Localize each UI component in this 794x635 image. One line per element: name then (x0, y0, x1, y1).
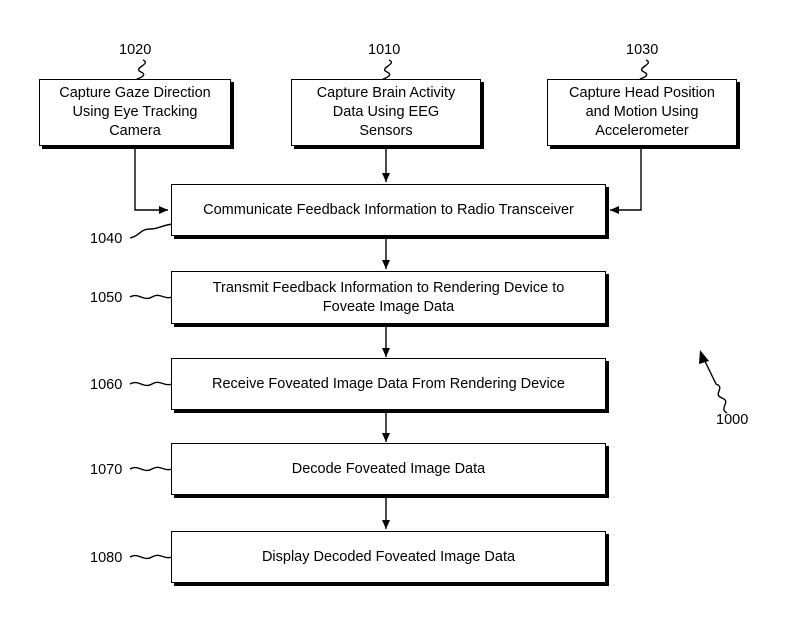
ref-1080: 1080 (90, 550, 123, 566)
step-transmit-feedback-box: Transmit Feedback Information to Renderi… (171, 271, 606, 324)
ref-1070: 1070 (90, 462, 123, 478)
ref-1020: 1020 (119, 42, 152, 58)
step-capture-brain-activity-box: Capture Brain Activity Data Using EEG Se… (291, 79, 481, 146)
step-communicate-feedback-box: Communicate Feedback Information to Radi… (171, 184, 606, 236)
step-capture-gaze-box: Capture Gaze Direction Using Eye Trackin… (39, 79, 231, 146)
step-display-image-box: Display Decoded Foveated Image Data (171, 531, 606, 583)
step-capture-head-position-box: Capture Head Position and Motion Using A… (547, 79, 737, 146)
step-decode-image-box: Decode Foveated Image Data (171, 443, 606, 495)
ref-1040: 1040 (90, 231, 123, 247)
figure-ref-1000: 1000 (716, 412, 749, 428)
step-receive-image-box: Receive Foveated Image Data From Renderi… (171, 358, 606, 410)
ref-1030: 1030 (626, 42, 659, 58)
ref-1060: 1060 (90, 377, 123, 393)
leader-1010 (382, 59, 392, 80)
arrow-head-to-communicate (610, 146, 642, 214)
leader-1030 (639, 59, 649, 80)
leader-1040 (129, 223, 173, 239)
leader-1020 (136, 59, 146, 80)
leader-1080 (129, 554, 173, 560)
ref-1050: 1050 (90, 290, 123, 306)
figure-pointer-arrowhead (699, 350, 709, 364)
leader-1060 (129, 381, 173, 387)
arrow-gaze-to-communicate (134, 146, 168, 214)
leader-1070 (129, 466, 173, 472)
figure-pointer-1000 (701, 354, 728, 414)
leader-1050 (129, 294, 173, 300)
ref-1010: 1010 (368, 42, 401, 58)
